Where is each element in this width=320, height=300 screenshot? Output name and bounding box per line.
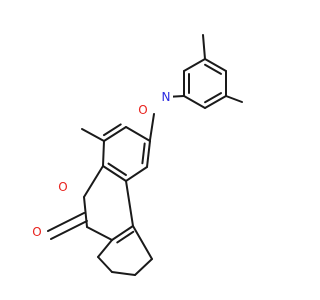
bond-b6-b1 xyxy=(103,126,127,142)
bond-x1-m1 xyxy=(202,34,206,60)
atom-o-ring-upper-label: O xyxy=(138,103,147,117)
bond-c1-b5 xyxy=(83,165,104,198)
double-bond-b1-b6 xyxy=(102,123,122,137)
atom-o-carbonyl-label: O xyxy=(32,225,41,239)
atom-n-ring-label: N xyxy=(162,90,171,104)
bond-h1-h2 xyxy=(97,256,113,273)
bond-h3-h4 xyxy=(134,258,153,276)
bond-c4-c3 xyxy=(111,225,134,241)
double-bond-x3-x4 xyxy=(204,92,222,104)
bond-c3-c2 xyxy=(86,226,113,241)
double-bond-b4-b5 xyxy=(107,162,127,177)
bond-b3-b4 xyxy=(125,166,148,182)
bond-x4-x5 xyxy=(183,95,206,109)
bond-x6-x1 xyxy=(183,58,206,72)
double-bond-x1-x2 xyxy=(204,63,222,75)
bond-x3-m2 xyxy=(225,95,243,103)
bond-x3-x4 xyxy=(204,95,227,109)
atom-o-lactone: O xyxy=(56,180,70,194)
double-bond-b2-b3 xyxy=(141,142,146,165)
bond-carbonyl-1 xyxy=(47,212,85,232)
bond-carbonyl-2 xyxy=(50,220,88,240)
atom-label-layer: O N O O xyxy=(30,90,173,239)
bond-b4-b5 xyxy=(102,165,127,182)
atom-n-ring: N xyxy=(159,90,173,104)
bond-c3-h1 xyxy=(97,239,113,258)
atom-o-lactone-label: O xyxy=(58,180,67,194)
bond-layer xyxy=(47,34,243,276)
bond-b5-b6 xyxy=(102,140,105,167)
atom-o-carbonyl: O xyxy=(30,225,44,239)
bond-h4-c4 xyxy=(132,225,153,260)
bond-x1-x2 xyxy=(204,58,227,72)
bond-b1-b2 xyxy=(125,126,151,142)
molecule-structure-diagram: O N O O xyxy=(30,34,243,276)
bond-b2-b3 xyxy=(146,140,151,168)
atom-o-ring-upper: O xyxy=(136,103,150,117)
bond-b4-c4 xyxy=(125,180,134,227)
bond-ch2b-ch2a xyxy=(149,113,155,141)
double-bond-c3-c4 xyxy=(116,230,135,244)
bond-b6-me1 xyxy=(81,128,105,142)
bond-h2-h3 xyxy=(111,271,136,276)
